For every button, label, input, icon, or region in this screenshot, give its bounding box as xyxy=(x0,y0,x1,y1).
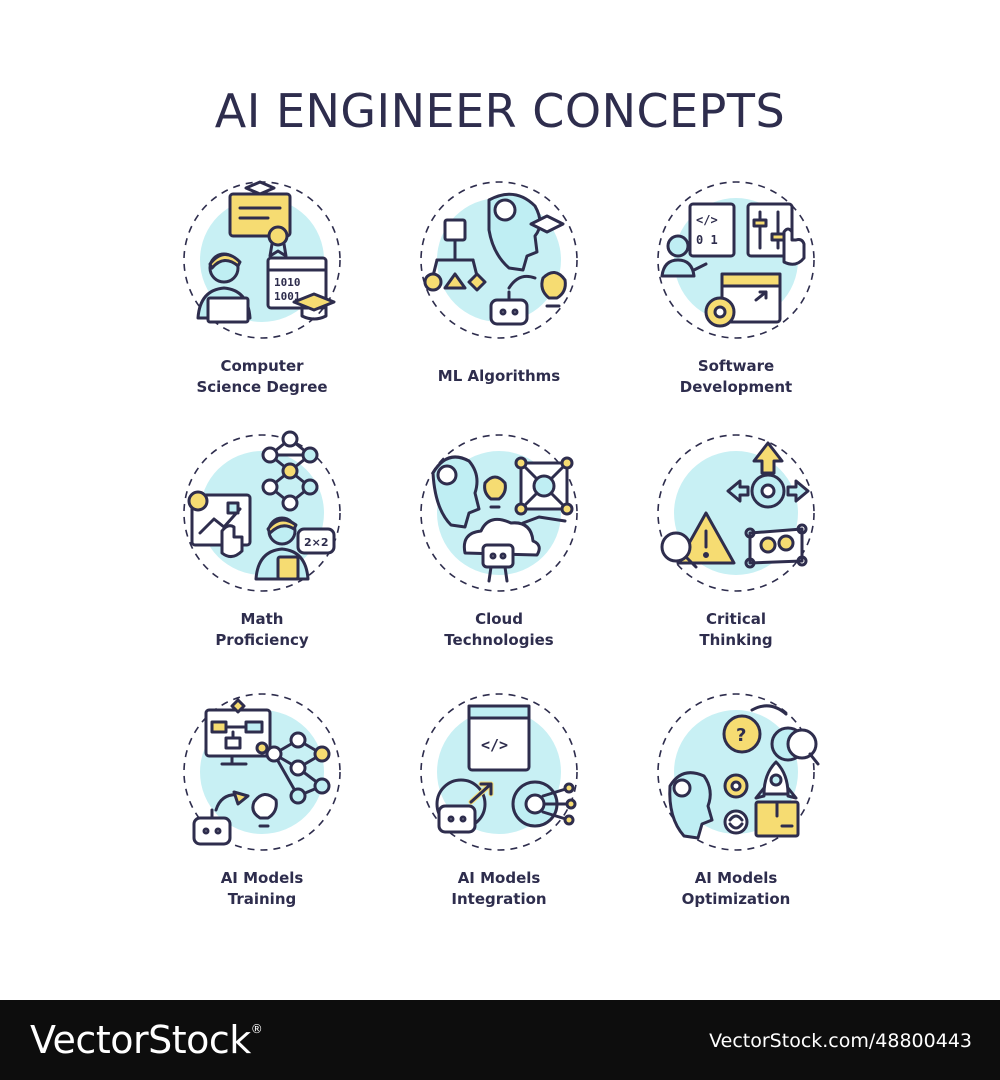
cloud-technologies-icon xyxy=(420,434,578,592)
ai-models-optimization-icon: ? xyxy=(657,693,820,851)
page-title: AI ENGINEER CONCEPTS xyxy=(214,84,786,138)
concept-math-proficiency: 2×2 Math Proficiency xyxy=(144,430,380,683)
label-line-2: Integration xyxy=(451,890,547,908)
binary-text-2: 1001 xyxy=(274,290,301,303)
concept-ai-models-integration: </> AI Models Integration xyxy=(381,692,617,942)
question-mark-icon: ? xyxy=(736,725,746,746)
concept-critical-thinking: Critical Thinking xyxy=(618,433,854,683)
concept-label: Computer Science Degree xyxy=(144,356,380,398)
label-line-1: AI Models xyxy=(220,869,304,887)
concept-label: Cloud Technologies xyxy=(381,609,617,651)
concept-label: Software Development xyxy=(618,356,854,398)
math-proficiency-icon: 2×2 xyxy=(183,430,341,592)
concept-cloud-technologies: Cloud Technologies xyxy=(381,433,617,683)
label-line-1: Cloud xyxy=(475,610,523,628)
label-line-2: Development xyxy=(679,378,793,396)
concept-label: AI Models Integration xyxy=(381,868,617,910)
label-line-2: Science Degree xyxy=(196,378,328,396)
label-line-2: Optimization xyxy=(681,890,791,908)
concept-label: Critical Thinking xyxy=(618,609,854,651)
registered-mark: ® xyxy=(250,1022,263,1036)
label-line-2: Training xyxy=(227,890,297,908)
label-line-1: Critical xyxy=(705,610,766,628)
label-line-2: Proficiency xyxy=(215,631,309,649)
code-tag-text: </> xyxy=(696,213,718,227)
label-line-2: Thinking xyxy=(699,631,773,649)
label-line-1: Computer xyxy=(220,357,304,375)
concept-ml-algorithms: ML Algorithms xyxy=(381,180,617,430)
brand-text: VectorStock xyxy=(30,1018,251,1062)
critical-thinking-icon xyxy=(657,434,815,592)
bubble-text: 2×2 xyxy=(304,536,329,549)
ml-algorithms-icon xyxy=(420,181,578,339)
concept-ai-models-optimization: ? AI Models Optimization xyxy=(618,692,854,942)
software-development-icon: </> 0 1 xyxy=(657,181,815,339)
concept-grid: 1010 1001 Computer Science Degree xyxy=(144,180,854,942)
binary-text-1: 1010 xyxy=(274,276,301,289)
code-tag-text-2: </> xyxy=(481,736,508,754)
bits-text: 0 1 xyxy=(696,233,718,247)
image-code: VectorStock.com/48800443 xyxy=(709,1030,972,1052)
label-line-1: Software xyxy=(697,357,775,375)
concept-software-development: </> 0 1 Software Development xyxy=(618,180,854,430)
watermark-footer: VectorStock® VectorStock.com/48800443 xyxy=(0,1000,1000,1080)
concept-label: ML Algorithms xyxy=(381,356,617,387)
concept-label: Math Proficiency xyxy=(144,609,380,651)
label-line-2: Technologies xyxy=(444,631,554,649)
label-line-1: AI Models xyxy=(694,869,778,887)
label-line-1: AI Models xyxy=(457,869,541,887)
computer-science-degree-icon: 1010 1001 xyxy=(183,180,341,339)
ai-models-training-icon xyxy=(183,693,341,851)
concept-label: AI Models Optimization xyxy=(618,868,854,910)
concept-computer-science-degree: 1010 1001 Computer Science Degree xyxy=(144,180,380,430)
label-line-1: Math xyxy=(240,610,284,628)
ai-models-integration-icon: </> xyxy=(420,693,578,851)
concept-label: AI Models Training xyxy=(144,868,380,910)
concept-ai-models-training: AI Models Training xyxy=(144,692,380,942)
label-line-1: ML Algorithms xyxy=(437,367,561,385)
vectorstock-logo: VectorStock® xyxy=(30,1018,263,1062)
